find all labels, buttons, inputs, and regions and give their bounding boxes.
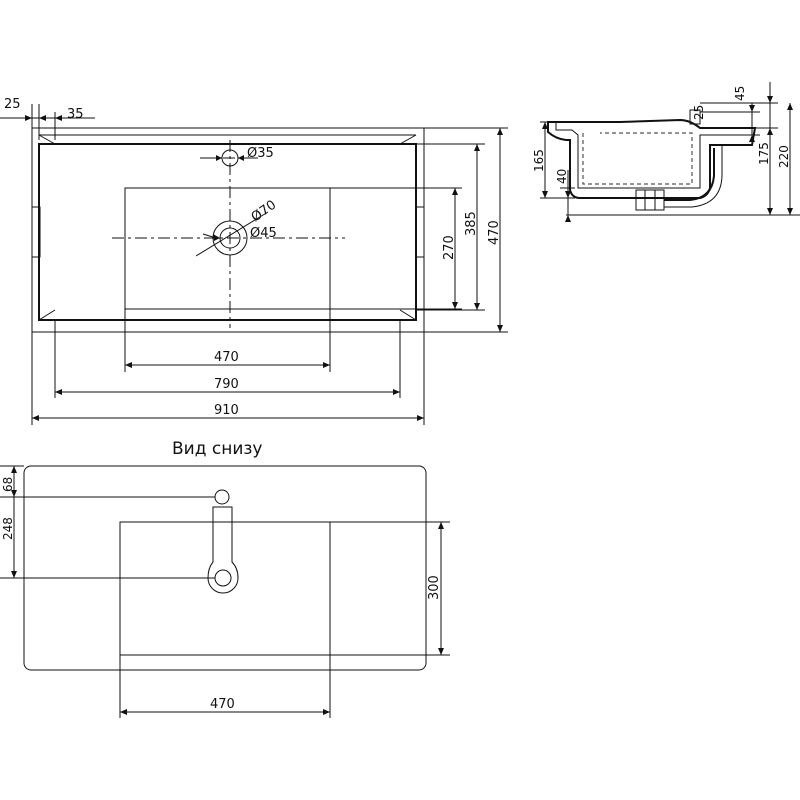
basin-outer-outline (31, 127, 425, 333)
dim-175-label: 175 (757, 142, 771, 165)
left-side-mark (31, 206, 41, 258)
dim-470-width-label: 470 (214, 350, 239, 365)
overflow-channel (207, 506, 239, 594)
dim-910-label: 910 (214, 403, 239, 418)
dim-300-label: 300 (427, 575, 442, 600)
tap-hole-diameter-label: Ø35 (247, 146, 274, 161)
right-side-mark (415, 206, 425, 258)
drain-inner-diameter-label: Ø45 (250, 226, 277, 241)
dim-470-height-label: 470 (487, 220, 502, 245)
bottom-tap-hole (214, 489, 230, 505)
dim-470-bottom-label: 470 (210, 697, 235, 712)
tap-hole-side (689, 109, 701, 125)
drain-outer (212, 220, 248, 256)
bottom-view-title: Вид снизу (172, 439, 262, 459)
top-view: Ø35 Ø70 Ø45 25 35 270 385 470 (0, 97, 508, 425)
overflow-pipe (664, 148, 715, 201)
dim-220-label: 220 (777, 145, 791, 168)
drain-outlet (635, 189, 665, 211)
basin-inner-rim (38, 143, 417, 321)
bowl-outline (124, 187, 331, 310)
bottom-view: Вид снизу 68 248 300 470 (0, 439, 450, 718)
dim-385-label: 385 (464, 211, 479, 236)
bottom-bowl-outline (119, 521, 331, 656)
dim-248-label: 248 (1, 517, 15, 540)
dim-790-label: 790 (214, 377, 239, 392)
dim-45-label: 45 (733, 86, 747, 101)
hidden-bowl-contour (582, 132, 693, 185)
bottom-outer-outline (23, 465, 427, 671)
drain-outer-diameter-label: Ø70 (249, 198, 280, 226)
dim-270-label: 270 (442, 235, 457, 260)
dim-25-label-side: 25 (692, 105, 706, 120)
dim-25-label: 25 (4, 97, 21, 112)
bottom-drain (214, 569, 232, 587)
side-view: 45 25 165 40 175 220 (532, 82, 800, 222)
dim-165-label: 165 (532, 149, 546, 172)
dim-68-label: 68 (1, 477, 15, 492)
basin-profile (547, 118, 757, 199)
dim-35-label: 35 (67, 107, 84, 122)
dim-40-label: 40 (555, 169, 569, 184)
